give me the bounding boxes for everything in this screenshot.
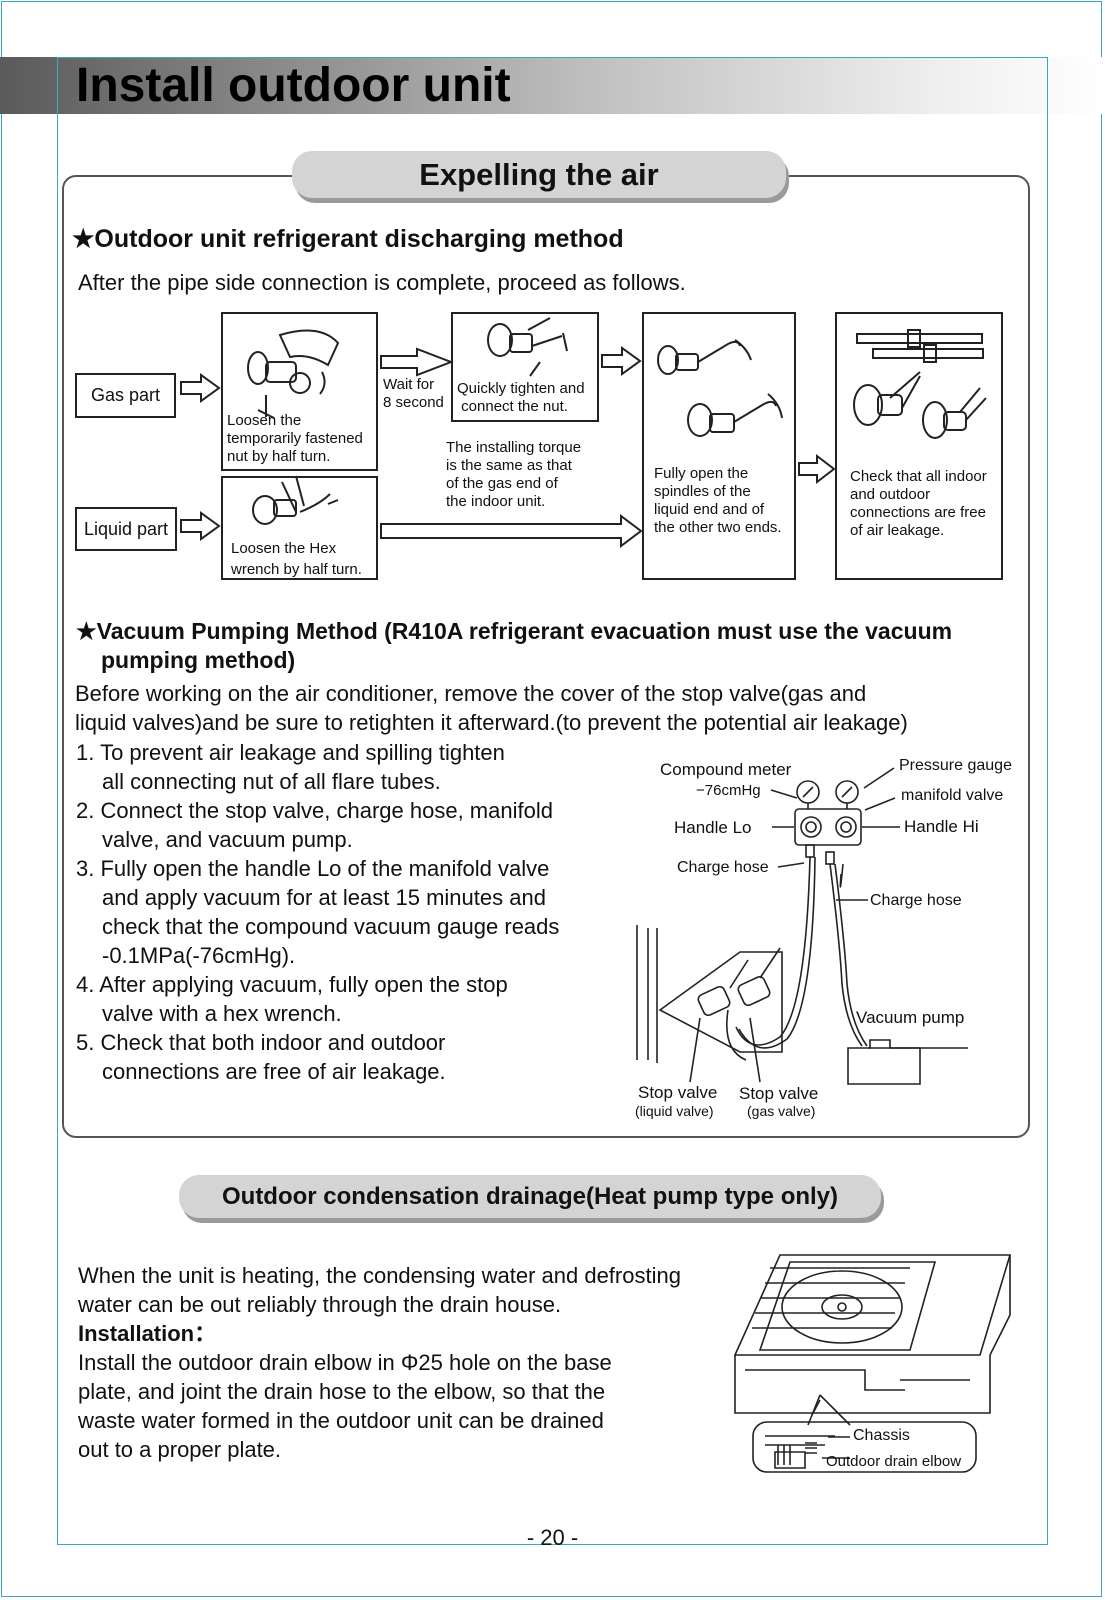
arrow-gas-icon xyxy=(180,373,221,403)
compound-meter-label: Compound meter xyxy=(660,760,792,779)
vacuum-pump-label: Vacuum pump xyxy=(856,1008,965,1027)
method1-title: ★Outdoor unit refrigerant discharging me… xyxy=(72,225,624,253)
method2-intro-line1: Before working on the air conditioner, r… xyxy=(75,681,867,706)
gas-step1-box xyxy=(221,312,378,471)
arrow-step4-icon xyxy=(798,453,836,485)
gas-step2-box xyxy=(451,312,599,422)
installation-label: Installation： xyxy=(78,1321,217,1346)
method1-intro: After the pipe side connection is comple… xyxy=(78,270,686,295)
arrow-step3-icon xyxy=(601,346,642,376)
stop-valve-liquid-label: Stop valve xyxy=(638,1083,718,1102)
gas-part-box: Gas part xyxy=(75,373,176,418)
charge-hose-label-1: Charge hose xyxy=(677,859,769,876)
vacuum-steps-list: 1. To prevent air leakage and spilling t… xyxy=(76,738,559,1086)
step3-box xyxy=(642,312,796,580)
arrow-liquid-long-icon xyxy=(380,514,643,548)
vacuum-step-3: 3. Fully open the handle Lo of the manif… xyxy=(76,856,560,968)
stop-valve-gas-sub: (gas valve) xyxy=(747,1103,816,1119)
manifold-valve-label: manifold valve xyxy=(901,787,1004,804)
liquid-step1-text: Loosen the Hex wrench by half turn. xyxy=(231,540,362,578)
chassis-label: Chassis xyxy=(853,1427,910,1444)
section-heading-drainage: Outdoor condensation drainage(Heat pump … xyxy=(179,1175,881,1218)
outdoor-unit-icon xyxy=(733,1254,1012,1473)
page-number: - 20 - xyxy=(526,1525,579,1550)
page-title: Install outdoor unit xyxy=(76,59,511,112)
method2-title-line2: pumping method) xyxy=(101,647,296,673)
vacuum-step-5: 5. Check that both indoor and outdoor co… xyxy=(76,1030,446,1084)
stop-valve-icon xyxy=(697,947,781,1061)
wait-text: Wait for 8 second xyxy=(383,376,444,411)
charge-hose-label-2: Charge hose xyxy=(870,892,962,909)
stop-valve-gas-label: Stop valve xyxy=(739,1084,819,1103)
valve-wrench-icon xyxy=(487,317,568,377)
drainage-text: When the unit is heating, the condensing… xyxy=(78,1263,681,1462)
handle-lo-label: Handle Lo xyxy=(674,818,752,837)
section-heading-expelling-air: Expelling the air xyxy=(292,151,786,198)
manifold-valve-icon xyxy=(794,808,862,846)
valve-hand-icon xyxy=(247,329,340,419)
liquid-valve-icon xyxy=(252,475,339,525)
method2-title-line1: ★Vacuum Pumping Method (R410A refrigeran… xyxy=(76,618,953,644)
arrow-wait-icon xyxy=(380,347,454,377)
pressure-gauge-label: Pressure gauge xyxy=(899,757,1012,774)
gas-step1-text: Loosen the temporarily fastened nut by h… xyxy=(227,412,363,465)
vacuum-step-1: 1. To prevent air leakage and spilling t… xyxy=(76,740,505,794)
content-frame xyxy=(57,57,1048,1545)
vacuum-step-2: 2. Connect the stop valve, charge hose, … xyxy=(76,798,553,852)
step4-text: Check that all indoor and outdoor connec… xyxy=(850,468,987,539)
liquid-step1-box xyxy=(221,476,378,580)
vacuum-pump-icon xyxy=(847,1039,921,1085)
method2-intro-line2: liquid valves)and be sure to retighten i… xyxy=(75,710,908,735)
stop-valve-liquid-sub: (liquid valve) xyxy=(635,1103,714,1119)
liquid-part-label: Liquid part xyxy=(83,519,169,539)
cmhg-label: −76cmHg xyxy=(696,782,761,799)
torque-note: The installing torque is the same as tha… xyxy=(446,439,582,510)
title-band xyxy=(0,57,1105,114)
spindle-valves-icon xyxy=(657,339,783,437)
gas-part-label: Gas part xyxy=(90,385,161,405)
vacuum-step-4: 4. After applying vacuum, fully open the… xyxy=(76,972,508,1026)
drain-elbow-label: Outdoor drain elbow xyxy=(826,1453,962,1470)
leak-check-valves-icon xyxy=(853,329,987,439)
liquid-part-box: Liquid part xyxy=(75,507,177,551)
arrow-liquid-icon xyxy=(180,511,221,541)
handle-hi-label: Handle Hi xyxy=(904,817,979,836)
gas-step2-text: Quickly tighten and connect the nut. xyxy=(457,380,585,415)
step3-text: Fully open the spindles of the liquid en… xyxy=(654,465,782,536)
step4-box xyxy=(835,312,1003,580)
